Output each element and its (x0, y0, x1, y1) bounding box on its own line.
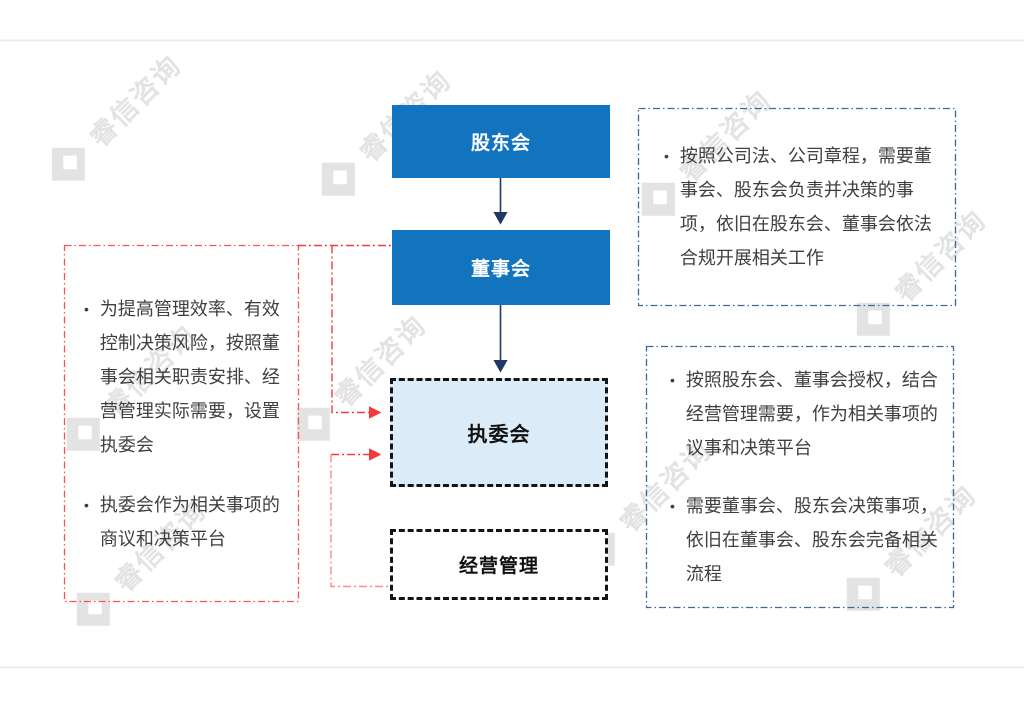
watermark: 睿信咨询 (33, 40, 192, 199)
note-left: • 为提高管理效率、有效控制决策风险，按照董事会相关职责安排、经营管理实际需要，… (64, 245, 298, 602)
flow-box-executive-committee: 执委会 (390, 378, 608, 487)
bullet-icon: • (670, 371, 675, 388)
ruixin-logo-icon (321, 162, 355, 196)
watermark-text: 睿信咨询 (83, 49, 187, 153)
bullet-icon: • (670, 497, 675, 514)
flow-box-label: 经营管理 (458, 556, 539, 577)
flow-box-operations-management: 经营管理 (390, 529, 608, 600)
bullet-icon: • (664, 147, 669, 164)
red-connector-board-to-exec (331, 245, 382, 419)
bullet-text: 按照公司法、公司章程，需要董事会、股东会负责并决策的事项，依旧在股东会、董事会依… (679, 145, 932, 268)
bullet-item: • 需要董事会、股东会决策事项，依旧在董事会、股东会完备相关流程 (670, 489, 939, 591)
red-connector-to-management (330, 454, 390, 588)
bullet-icon: • (84, 300, 89, 317)
bullet-text: 按照股东会、董事会授权，结合经营管理需要，作为相关事项的议事和决策平台 (685, 369, 938, 458)
bullet-item: • 为提高管理效率、有效控制决策风险，按照董事会相关职责安排、经营管理实际需要，… (84, 292, 286, 462)
bullet-text: 需要董事会、股东会决策事项，依旧在董事会、股东会完备相关流程 (685, 495, 938, 584)
flow-box-board: 董事会 (392, 230, 610, 305)
ruixin-logo-icon (51, 147, 85, 181)
flow-box-label: 执委会 (467, 424, 531, 446)
note-right-bottom: • 按照股东会、董事会授权，结合经营管理需要，作为相关事项的议事和决策平台 • … (646, 346, 953, 607)
flow-box-shareholders: 股东会 (392, 105, 610, 178)
bullet-text: 执委会作为相关事项的商议和决策平台 (99, 494, 280, 549)
bullet-icon: • (84, 496, 89, 513)
bullet-item: • 执委会作为相关事项的商议和决策平台 (84, 488, 286, 556)
bullet-item: • 按照股东会、董事会授权，结合经营管理需要，作为相关事项的议事和决策平台 (670, 363, 939, 465)
bullet-item: • 按照公司法、公司章程，需要董事会、股东会负责并决策的事项，依旧在股东会、董事… (664, 139, 939, 275)
flow-box-label: 股东会 (470, 133, 531, 154)
bullet-text: 为提高管理效率、有效控制决策风险，按照董事会相关职责安排、经营管理实际需要，设置… (99, 298, 280, 455)
note-right-top: • 按照公司法、公司章程，需要董事会、股东会负责并决策的事项，依旧在股东会、董事… (638, 108, 955, 305)
flow-box-label: 董事会 (470, 259, 531, 280)
